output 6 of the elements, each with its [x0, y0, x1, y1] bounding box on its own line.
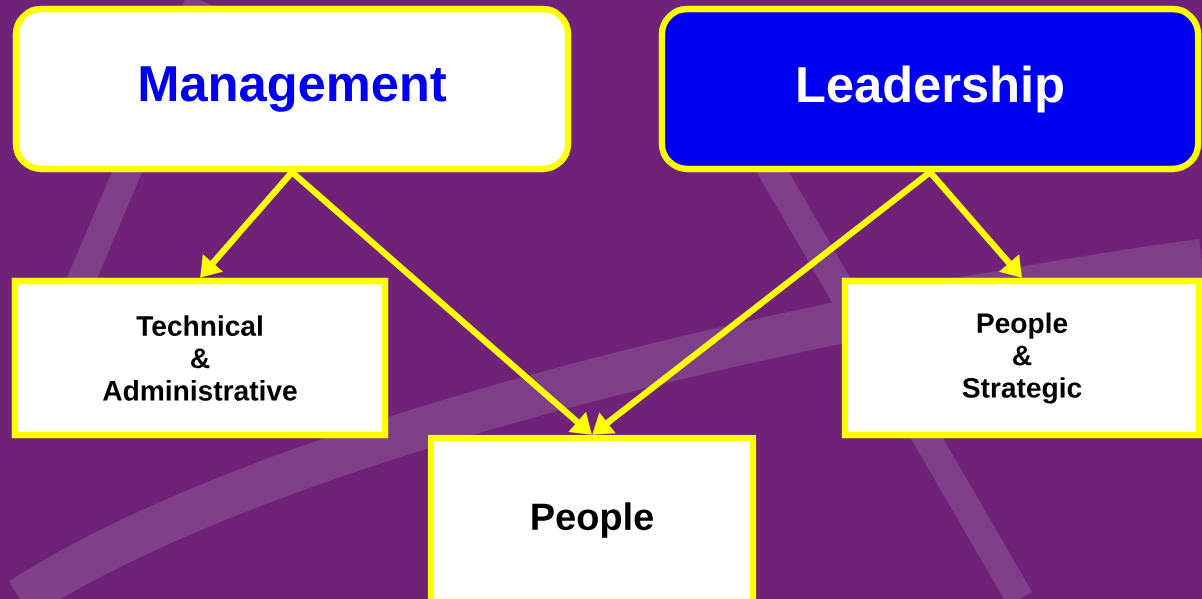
process-box: People & Strategic — [841, 277, 1202, 439]
title-box: Management — [12, 5, 572, 173]
process-box: Technical & Administrative — [11, 277, 389, 439]
title-box: Leadership — [658, 5, 1202, 173]
process-box: People — [427, 434, 757, 599]
arrow — [289, 169, 592, 435]
